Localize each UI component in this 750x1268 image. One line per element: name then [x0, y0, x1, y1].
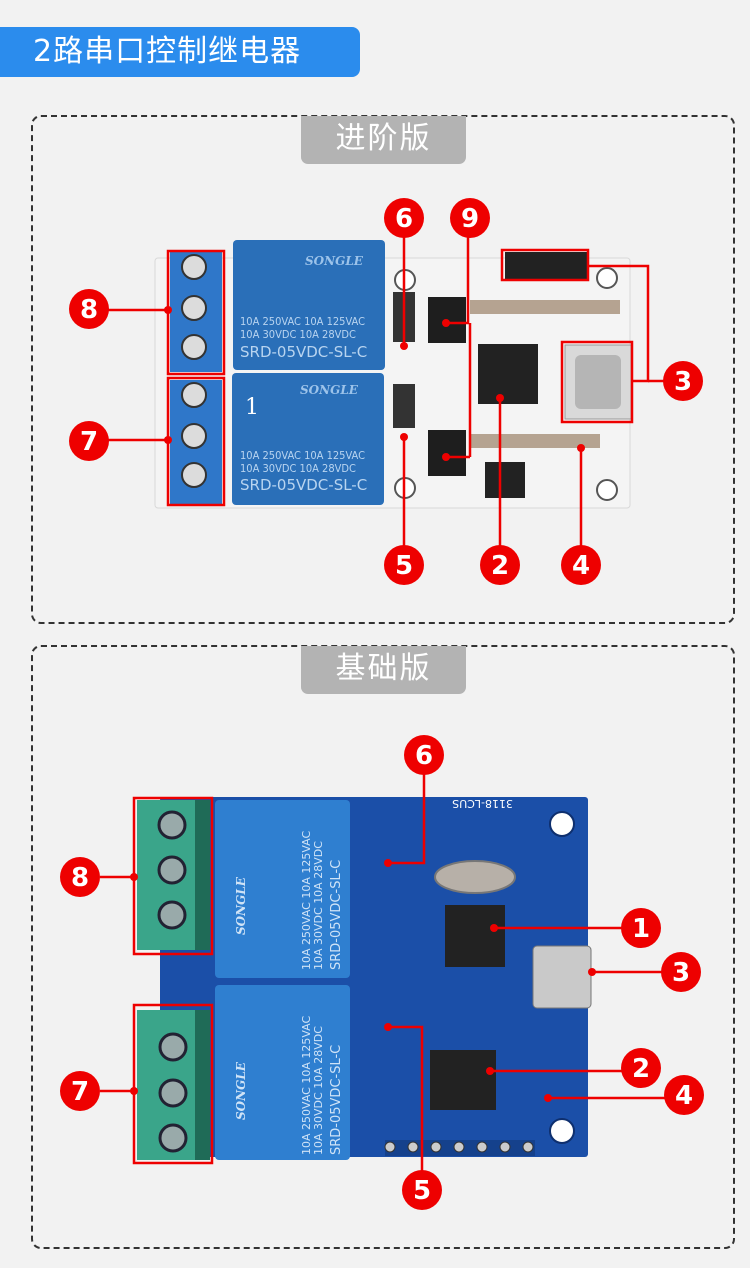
mounting-hole — [549, 811, 575, 837]
callout-3: 3 — [661, 952, 701, 992]
callout-4: 4 — [561, 545, 601, 585]
callout-3: 3 — [663, 361, 703, 401]
relay-rating: 10A 250VAC 10A 125VAC — [240, 315, 365, 328]
svg-text:3: 3 — [674, 367, 692, 397]
relay-bottom — [232, 373, 384, 505]
pcb-white — [154, 257, 631, 509]
page-title: 2路串口控制继电器 — [0, 27, 360, 77]
crystal — [434, 860, 516, 894]
relay-rating: 10A 30VDC 10A 28VDC — [240, 462, 356, 475]
relay-model: SRD-05VDC-SL-C — [240, 343, 367, 361]
relay-rating: 10A 250VAC 10A 125VAC — [240, 449, 365, 462]
relay-rating: 10A 30VDC 10A 28VDC — [312, 1026, 325, 1155]
callout-2: 2 — [480, 545, 520, 585]
mounting-hole — [549, 1118, 575, 1144]
mounting-hole — [596, 479, 618, 501]
relay-rating: 10A 250VAC 10A 125VAC — [300, 1015, 313, 1155]
callout-1: 1 — [621, 908, 661, 948]
optocoupler-bottom — [428, 430, 466, 476]
svg-text:5: 5 — [395, 551, 413, 581]
usb-serial-chip — [445, 905, 505, 967]
callout-5: 5 — [384, 545, 424, 585]
relay-brand: SONGLE — [234, 1061, 248, 1120]
callout-8: 8 — [60, 857, 100, 897]
svg-text:6: 6 — [395, 204, 413, 234]
basic-board: 3118-LCUS SRD-05VDC-SL-C SRD-05VDC-SL-C … — [60, 735, 704, 1210]
svg-text:7: 7 — [71, 1077, 89, 1107]
pin-header — [505, 252, 587, 280]
relay-model: SRD-05VDC-SL-C — [329, 860, 344, 970]
relay-rating: 10A 250VAC 10A 125VAC — [300, 830, 313, 970]
relay-model: SRD-05VDC-SL-C — [329, 1045, 344, 1155]
svg-text:2: 2 — [632, 1054, 650, 1084]
mcu-chip — [430, 1050, 496, 1110]
overlay-label: 1 — [245, 395, 259, 420]
callout-4: 4 — [664, 1075, 704, 1115]
callout-5: 5 — [402, 1170, 442, 1210]
basic-version-tag: 基础版 — [301, 646, 466, 694]
callout-7: 7 — [60, 1071, 100, 1111]
relay-brand: SONGLE — [300, 383, 359, 397]
callout-7: 7 — [69, 421, 109, 461]
mcu-chip — [478, 344, 538, 404]
callout-8: 8 — [69, 289, 109, 329]
relay-model: SRD-05VDC-SL-C — [240, 476, 367, 494]
callout-6: 6 — [384, 198, 424, 238]
callout-6: 6 — [404, 735, 444, 775]
advanced-board: SONGLE SONGLE 10A 250VAC 10A 125VAC 10A … — [69, 198, 703, 585]
relay-brand: SONGLE — [234, 876, 248, 935]
svg-text:4: 4 — [572, 551, 590, 581]
svg-text:5: 5 — [413, 1176, 431, 1206]
svg-text:4: 4 — [675, 1081, 693, 1111]
relay-top — [215, 800, 350, 978]
relay-rating: 10A 30VDC 10A 28VDC — [240, 328, 356, 341]
relay-rating: 10A 30VDC 10A 28VDC — [312, 841, 325, 970]
svg-text:8: 8 — [80, 295, 98, 325]
advanced-version-tag: 进阶版 — [301, 116, 466, 164]
mounting-hole — [596, 267, 618, 289]
svg-text:9: 9 — [461, 204, 479, 234]
svg-text:1: 1 — [632, 914, 650, 944]
svg-text:2: 2 — [491, 551, 509, 581]
diode — [393, 384, 415, 428]
callout-2: 2 — [621, 1048, 661, 1088]
svg-text:7: 7 — [80, 427, 98, 457]
micro-usb-port — [532, 945, 592, 1009]
silkscreen-text: 3118-LCUS — [452, 797, 513, 810]
callout-9: 9 — [450, 198, 490, 238]
relay-brand: SONGLE — [305, 254, 364, 268]
svg-text:8: 8 — [71, 863, 89, 893]
svg-text:3: 3 — [672, 958, 690, 988]
svg-text:6: 6 — [415, 741, 433, 771]
regulator — [485, 462, 525, 498]
highlight-box-7 — [132, 1003, 214, 1165]
relay-bottom — [215, 985, 350, 1160]
relay-top — [233, 240, 385, 370]
